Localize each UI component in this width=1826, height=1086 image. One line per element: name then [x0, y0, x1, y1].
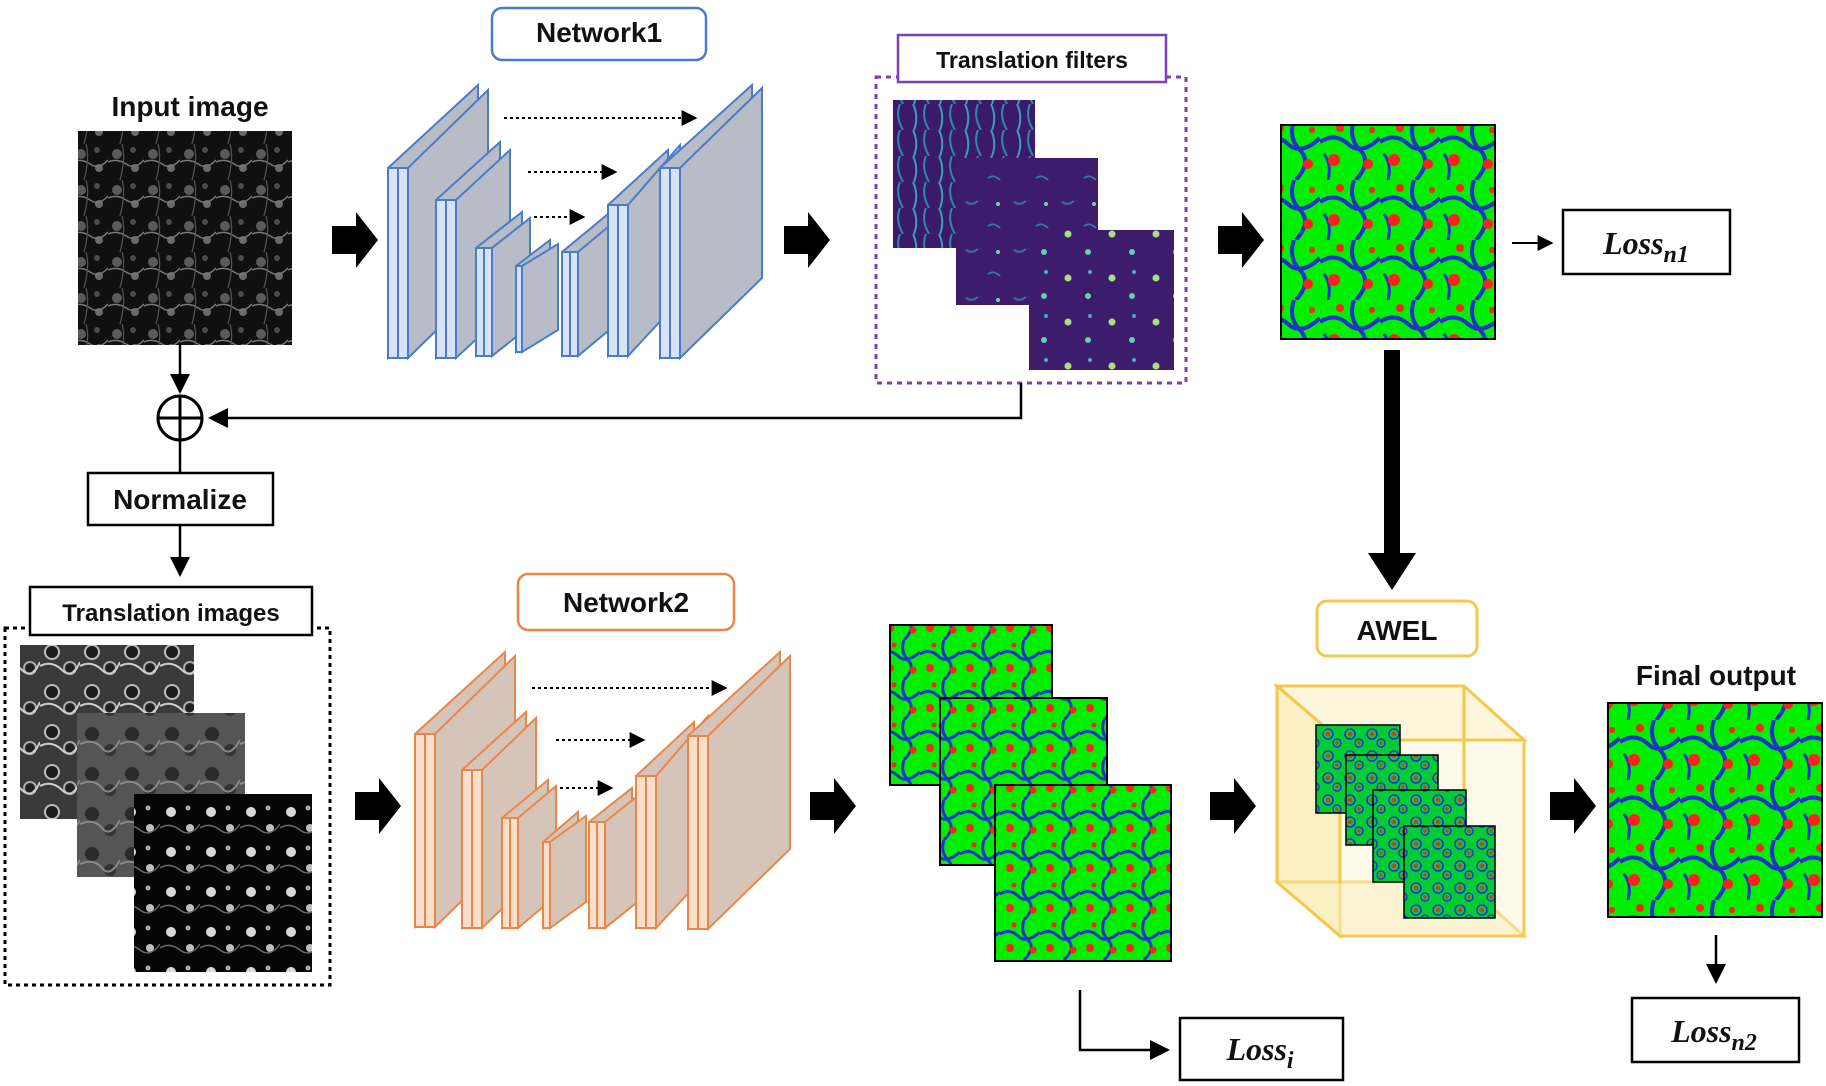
- block-arrow-right: [1550, 778, 1596, 834]
- normalize-label: Normalize: [113, 484, 247, 515]
- input-image-label: Input image: [111, 91, 268, 122]
- network2-layer: [588, 785, 641, 931]
- output1-to-awel-head: [1368, 553, 1416, 590]
- network1-layer: [515, 237, 559, 355]
- network2-layer: [687, 649, 791, 932]
- block-arrow-right: [355, 778, 401, 834]
- network2-label: Network2: [563, 587, 689, 618]
- loss-i-box: [1178, 1016, 1345, 1082]
- translation-images-label-box: [28, 585, 314, 637]
- awel-label-box: [1315, 599, 1479, 658]
- network1-layer: [561, 211, 615, 359]
- network2-label-box: [516, 572, 736, 632]
- final-output-label: Final output: [1636, 660, 1796, 691]
- network1-layer: [659, 82, 763, 361]
- translation-images-label: Translation images: [62, 600, 279, 627]
- block-arrow-right: [332, 212, 378, 268]
- network1-label: Network1: [536, 17, 662, 48]
- network2-layer: [542, 809, 587, 931]
- filter-image-3: [1029, 230, 1174, 370]
- input-image: [78, 131, 292, 345]
- loss-n1-box: [1561, 208, 1732, 276]
- loss-n2-text: Lossn2: [1670, 1013, 1757, 1056]
- loss-i-arrow: [1078, 990, 1170, 1060]
- block-arrow-right: [784, 212, 830, 268]
- network2-layer: [501, 777, 557, 931]
- block-arrow-right: [810, 778, 856, 834]
- block-arrow-right: [1218, 212, 1264, 268]
- loss-i-text: Lossi: [1225, 1031, 1293, 1074]
- network1-label-box: [490, 6, 708, 62]
- block-arrow-right: [1210, 778, 1256, 834]
- segmentation-output-network1: [1280, 124, 1496, 340]
- loss-n2-box: [1630, 996, 1801, 1064]
- final-output-image: [1607, 702, 1823, 918]
- network2-layers: [414, 649, 791, 932]
- translation-filters-label-box: [896, 33, 1168, 84]
- loss-n1-text: Lossn1: [1602, 225, 1689, 268]
- translation-filters-label: Translation filters: [936, 47, 1128, 73]
- awel-map-4: [1403, 825, 1496, 919]
- network2-output-3: [994, 784, 1172, 962]
- network1-layer: [475, 209, 531, 359]
- translation-image-3: [134, 794, 312, 972]
- network1-layers: [387, 82, 763, 361]
- output1-to-awel-shaft: [1384, 350, 1400, 555]
- filters-to-plus-arrow: [208, 383, 1023, 428]
- awel-label: AWEL: [1357, 615, 1438, 646]
